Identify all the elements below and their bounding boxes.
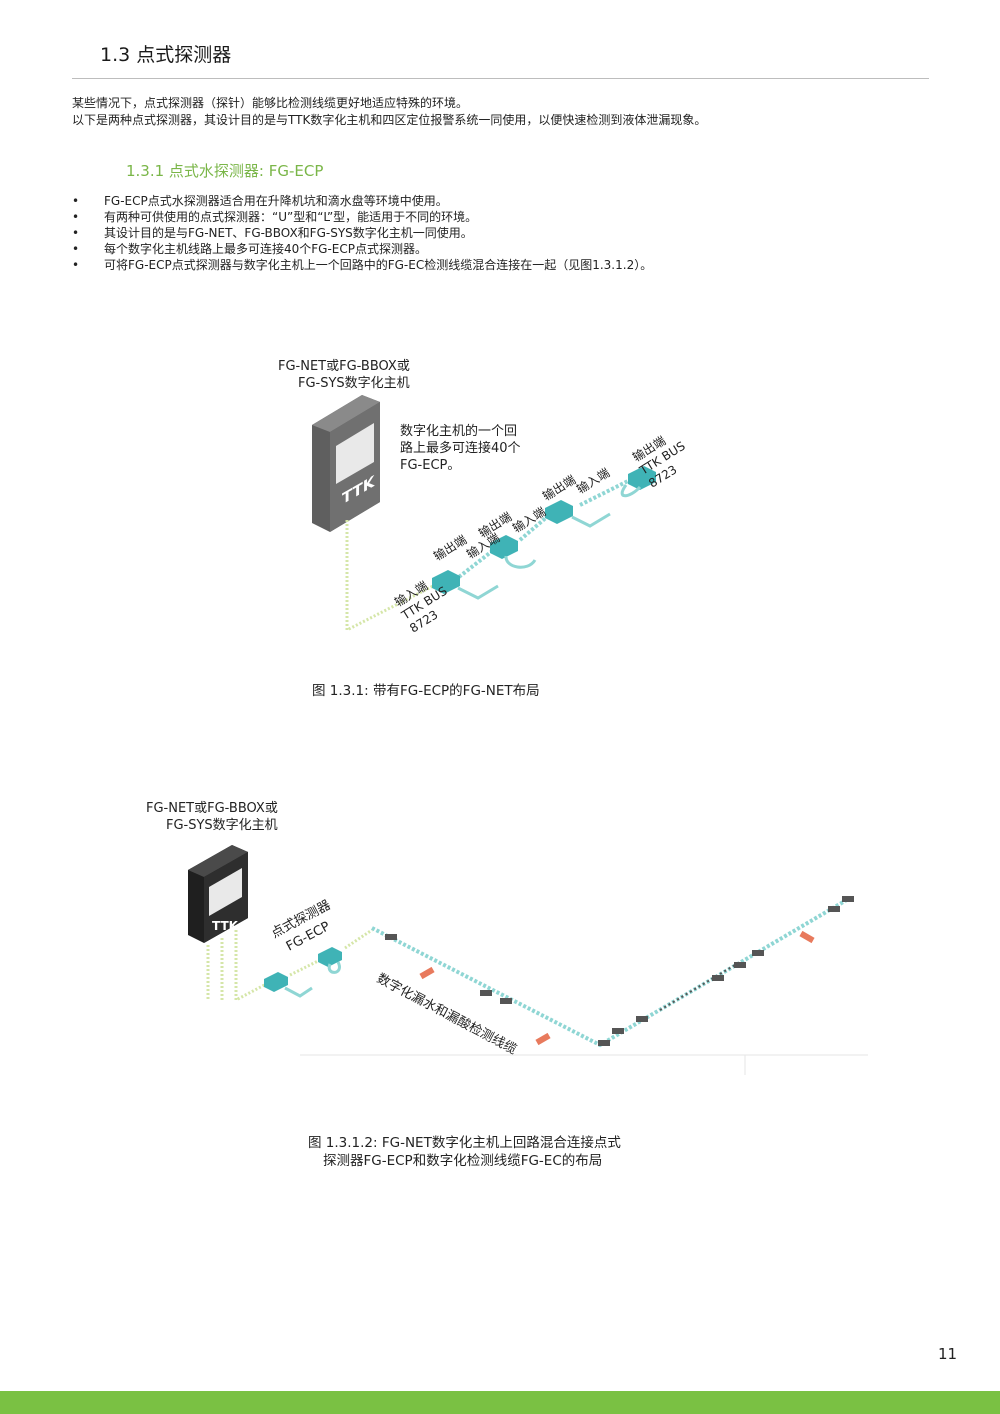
- title-divider: [72, 78, 929, 79]
- controller-unit-icon: TTK: [188, 845, 248, 943]
- footer-bar: [0, 1391, 1000, 1414]
- capacity-note-line-1: 数字化主机的一个回: [400, 424, 518, 439]
- figure-1-illustration: TTK 输入端 TTK BUS 8723 输出端 输入端 输出端: [312, 395, 688, 636]
- bullet-item: 其设计目的是与FG-NET、FG-BBOX和FG-SYS数字化主机一同使用。: [72, 225, 652, 241]
- bullet-item: 可将FG-ECP点式探测器与数字化主机上一个回路中的FG-EC检测线缆混合连接在…: [72, 257, 652, 273]
- cable-label: 数字化漏水和漏酸检测线缆: [374, 970, 519, 1057]
- detection-cable: [371, 896, 852, 1048]
- probe-unit-icon: [318, 947, 342, 974]
- subsection-title: 1.3.1 点式水探测器: FG-ECP: [126, 162, 324, 180]
- figure-2: TTK: [0, 795, 1000, 1085]
- intro-line-1: 某些情况下，点式探测器（探针）能够比检测线缆更好地适应特殊的环境。: [72, 96, 469, 110]
- output-port-label: 输出端: [540, 472, 578, 504]
- capacity-note-line-3: FG-ECP。: [400, 458, 461, 473]
- cable-tag-icon: [419, 930, 815, 1046]
- figure-2-illustration: TTK: [188, 845, 868, 1075]
- controller-label-line-1: FG-NET或FG-BBOX或: [146, 801, 278, 816]
- figure-2-caption-line-1: 图 1.3.1.2: FG-NET数字化主机上回路混合连接点式: [308, 1135, 621, 1151]
- intro-line-2: 以下是两种点式探测器，其设计目的是与TTK数字化主机和四区定位报警系统一同使用，…: [72, 113, 707, 127]
- detection-cable-segment: [659, 961, 741, 1011]
- controller-label-line-2: FG-SYS数字化主机: [166, 818, 278, 833]
- controller-label-line-1: FG-NET或FG-BBOX或: [278, 359, 410, 374]
- capacity-note-line-2: 路上最多可连接40个: [400, 441, 521, 456]
- controller-label-line-2: FG-SYS数字化主机: [298, 376, 410, 391]
- probe-unit-icon: [432, 570, 499, 600]
- cable-connector-icon: [385, 896, 854, 1046]
- probe-unit-icon: [620, 466, 656, 498]
- probe-unit-icon: [545, 500, 611, 528]
- output-port-label: 输出端: [431, 532, 469, 564]
- bullet-list: FG-ECP点式水探测器适合用在升降机坑和滴水盘等环境中使用。 有两种可供使用的…: [72, 193, 652, 273]
- bullet-item: 有两种可供使用的点式探测器：“U”型和“L”型，能适用于不同的环境。: [72, 209, 652, 225]
- probe-unit-icon: [490, 535, 537, 569]
- probe-unit-icon: [264, 972, 313, 998]
- figure-1: TTK 输入端 TTK BUS 8723 输出端 输入端 输出端: [0, 340, 1000, 660]
- figure-1-caption: 图 1.3.1: 带有FG-ECP的FG-NET布局: [312, 683, 540, 699]
- bullet-item: FG-ECP点式水探测器适合用在升降机坑和滴水盘等环境中使用。: [72, 193, 652, 209]
- section-title: 1.3 点式探测器: [100, 44, 232, 66]
- controller-unit-icon: TTK: [312, 395, 380, 532]
- input-port-label: 输入端: [574, 465, 612, 497]
- cable-line: [345, 520, 436, 633]
- figure-2-caption-line-2: 探测器FG-ECP和数字化检测线缆FG-EC的布局: [323, 1153, 603, 1169]
- page-number: 11: [938, 1345, 958, 1363]
- controller-logo: TTK: [212, 919, 239, 933]
- bullet-item: 每个数字化主机线路上最多可连接40个FG-ECP点式探测器。: [72, 241, 652, 257]
- cable-line: [518, 508, 557, 542]
